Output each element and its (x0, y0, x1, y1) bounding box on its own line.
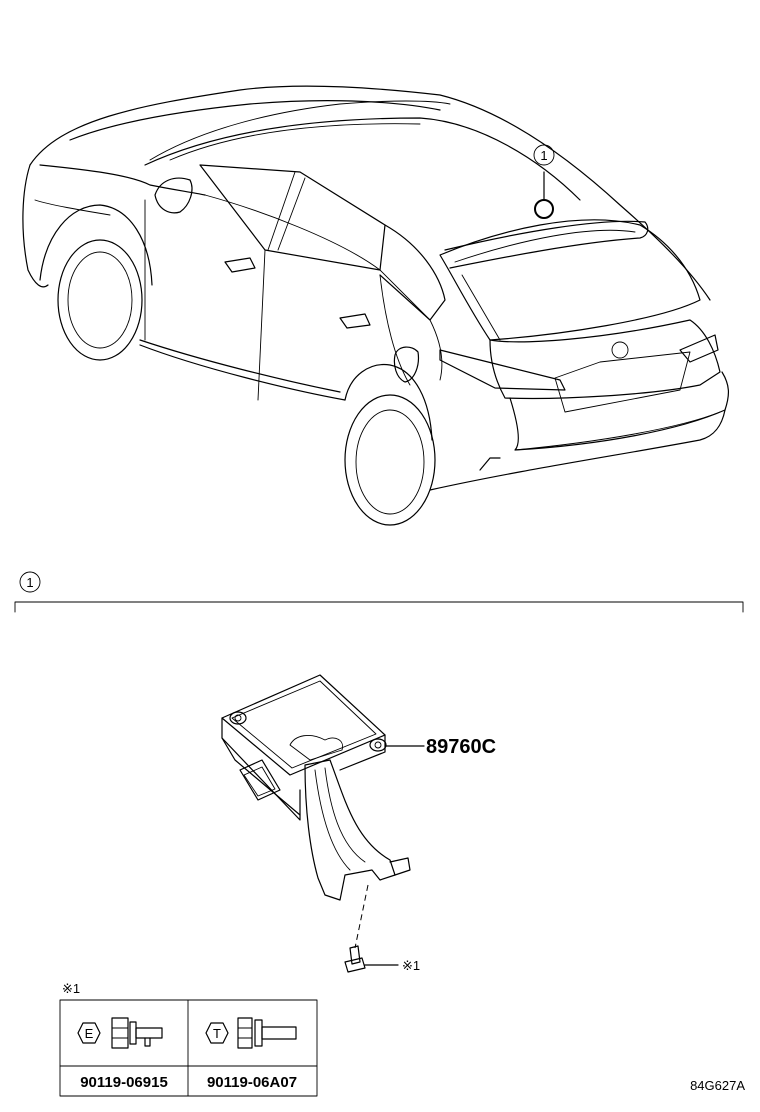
fastener-badge-1: E (85, 1026, 94, 1041)
section-header: 1 (14, 571, 744, 613)
fastener-note-ref: ※1 (402, 958, 420, 973)
fastener-badge-2: T (213, 1026, 221, 1041)
section-number: 1 (26, 575, 33, 590)
location-callout-number: 1 (540, 148, 547, 163)
hex-washer-bolt-icon (111, 1017, 163, 1049)
hex-bolt-icon (237, 1017, 297, 1049)
part-illustration: 89760C ※1 (221, 674, 496, 973)
rear-wheel (344, 363, 436, 526)
fastener-column-2: T 90119-06A07 (205, 1017, 297, 1091)
front-wheel (39, 204, 153, 361)
bolt-icon (344, 945, 366, 973)
location-callout: 1 (533, 144, 555, 166)
fastener-part-number-2: 90119-06A07 (207, 1074, 297, 1091)
fastener-part-number-1: 90119-06915 (80, 1074, 168, 1091)
fastener-table: ※1 E 90119-06915 T (59, 981, 318, 1097)
vehicle-illustration (22, 85, 729, 526)
drawing-code: 84G627A (690, 1078, 745, 1093)
fastener-column-1: E 90119-06915 (77, 1017, 168, 1091)
part-number-label: 89760C (426, 736, 496, 758)
fastener-table-title: ※1 (62, 981, 80, 996)
